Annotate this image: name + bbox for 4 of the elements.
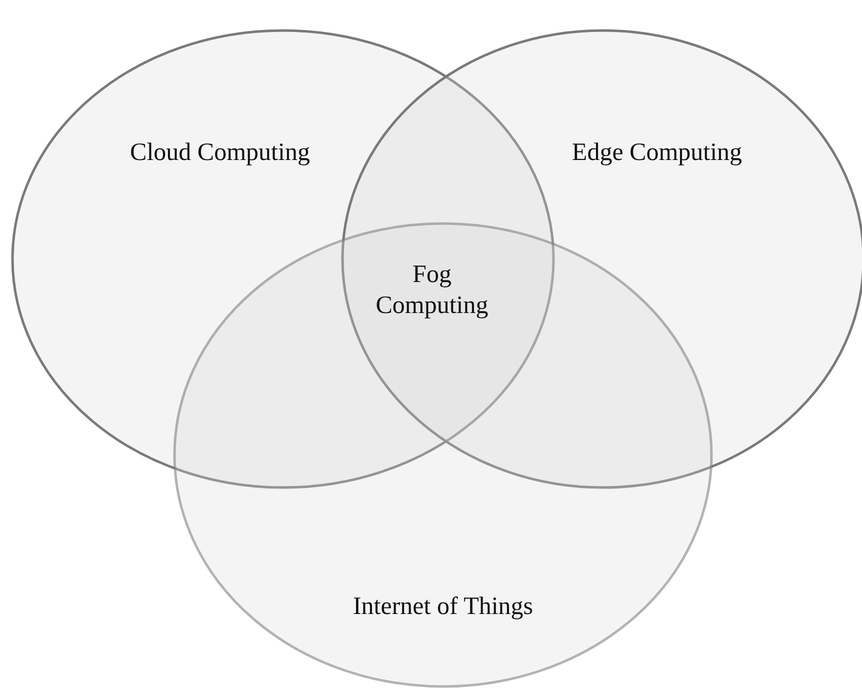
circle-label: Edge Computing (572, 139, 742, 167)
circle-label: Internet of Things (352, 593, 534, 621)
circle-label: Cloud Computing (130, 139, 310, 167)
overlap-label: Fog Computing (374, 260, 490, 321)
